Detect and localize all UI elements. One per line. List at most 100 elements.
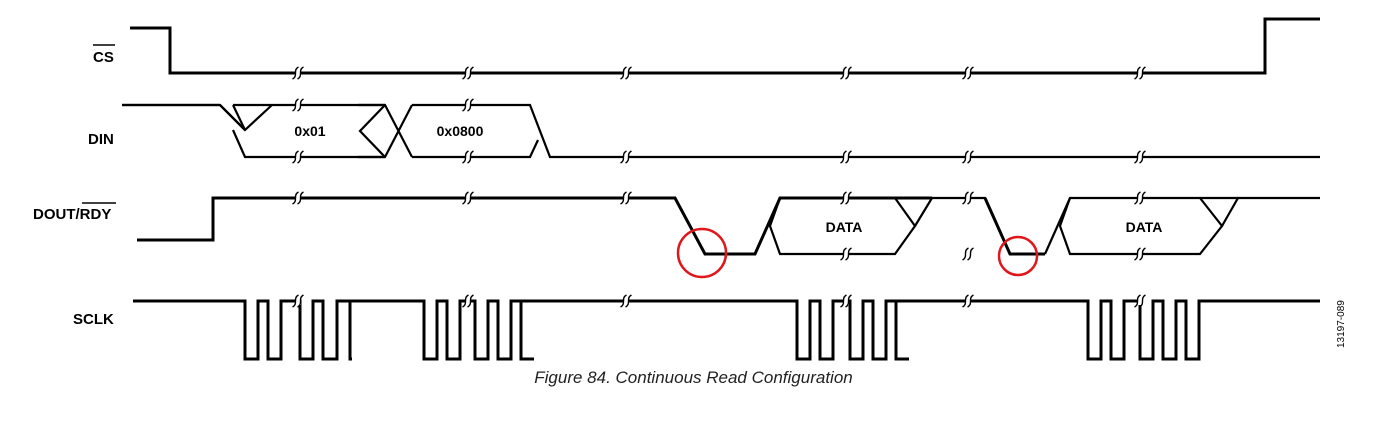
break-squiggle-9 [467,150,474,164]
break-gap-18 [965,194,971,202]
break-squiggle-20 [845,247,852,261]
break-squiggle-6 [292,98,299,112]
break-gap-23 [295,297,301,305]
break-squiggle-8 [292,150,299,164]
break-squiggle-10 [625,150,632,164]
break-squiggle-23 [297,294,304,308]
break-squiggle-19 [1134,191,1141,205]
break-gap-4 [965,69,971,77]
break-squiggle-16 [625,191,632,205]
break-squiggle-21 [967,247,974,261]
break-squiggle-15 [462,191,469,205]
break-squiggle-26 [840,294,847,308]
break-gap-22 [1137,250,1143,258]
break-squiggle-26 [845,294,852,308]
break-squiggle-27 [967,294,974,308]
dout-bus-label-1: DATA [826,219,863,235]
break-squiggle-21 [962,247,969,261]
break-squiggle-10 [620,150,627,164]
break-squiggle-5 [1134,66,1141,80]
break-squiggle-28 [1134,294,1141,308]
break-gap-0 [295,69,301,77]
break-squiggle-15 [467,191,474,205]
sclk-waveform [133,299,1320,361]
break-squiggle-11 [845,150,852,164]
break-squiggle-17 [845,191,852,205]
break-gap-1 [465,69,471,77]
break-gap-28 [1137,297,1143,305]
break-squiggle-3 [840,66,847,80]
break-squiggle-7 [462,98,469,112]
break-gap-9 [465,153,471,161]
time-break-markers [292,66,1146,308]
break-gap-17 [843,194,849,202]
break-squiggle-24 [462,294,469,308]
break-gap-19 [1137,194,1143,202]
break-gap-27 [965,297,971,305]
rdy-edge-marker-2 [997,235,1039,277]
sclk-label: SCLK [73,311,114,328]
break-gap-6 [295,101,301,109]
din-bus-label-2: 0x0800 [437,123,484,139]
break-gap-15 [465,194,471,202]
break-gap-3 [843,69,849,77]
break-squiggle-0 [292,66,299,80]
dout-label: DOUT/RDY [33,206,111,223]
break-gap-21 [965,250,971,258]
break-gap-24 [465,297,471,305]
break-squiggle-2 [625,66,632,80]
break-squiggle-3 [845,66,852,80]
break-gap-2 [623,69,629,77]
break-squiggle-25 [620,294,627,308]
break-squiggle-23 [292,294,299,308]
figure-id: 13197-089 [1336,300,1347,348]
dout-label-text: DOUT/ [33,206,80,223]
figure-caption: Figure 84. Continuous Read Configuration [534,368,853,387]
break-gap-26 [843,297,849,305]
break-squiggle-16 [620,191,627,205]
cs-label: CS [93,49,114,66]
break-squiggle-17 [840,191,847,205]
dout-bus-label-2: DATA [1126,219,1163,235]
break-squiggle-19 [1139,191,1146,205]
break-squiggle-27 [962,294,969,308]
break-gap-7 [465,101,471,109]
break-squiggle-18 [962,191,969,205]
break-gap-12 [965,153,971,161]
break-gap-16 [623,194,629,202]
break-squiggle-13 [1134,150,1141,164]
break-squiggle-14 [297,191,304,205]
break-squiggle-14 [292,191,299,205]
break-squiggle-12 [967,150,974,164]
break-squiggle-22 [1134,247,1141,261]
break-squiggle-12 [962,150,969,164]
break-squiggle-5 [1139,66,1146,80]
break-gap-8 [295,153,301,161]
break-squiggle-13 [1139,150,1146,164]
break-squiggle-4 [962,66,969,80]
break-gap-13 [1137,153,1143,161]
break-gap-5 [1137,69,1143,77]
din-bus-label-1: 0x01 [294,123,325,139]
break-squiggle-24 [467,294,474,308]
break-squiggle-0 [297,66,304,80]
break-squiggle-25 [625,294,632,308]
break-squiggle-4 [967,66,974,80]
din-label: DIN [88,131,114,148]
break-squiggle-8 [297,150,304,164]
cs-waveform [130,17,1320,75]
break-gap-11 [843,153,849,161]
rdy-edge-marker-1 [676,227,728,279]
break-squiggle-1 [467,66,474,80]
break-squiggle-9 [462,150,469,164]
break-squiggle-1 [462,66,469,80]
break-squiggle-18 [967,191,974,205]
break-squiggle-22 [1139,247,1146,261]
break-gap-25 [623,297,629,305]
rdy-label-text: RDY [80,206,112,223]
break-squiggle-28 [1139,294,1146,308]
break-gap-14 [295,194,301,202]
break-squiggle-20 [840,247,847,261]
break-squiggle-2 [620,66,627,80]
